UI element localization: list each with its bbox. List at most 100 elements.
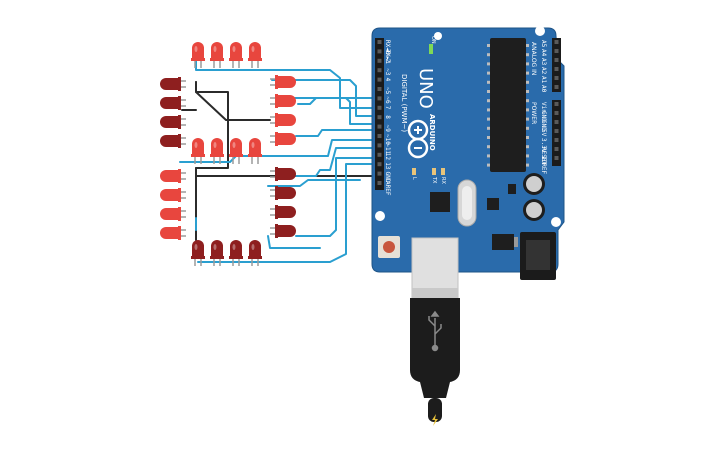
led-left-upper-column[interactable] [160, 115, 186, 129]
led-rim [178, 134, 181, 148]
led-right-lower-column[interactable] [270, 167, 296, 181]
signal-wire[interactable] [267, 179, 361, 187]
digital-pin-hole[interactable] [377, 58, 382, 63]
led-bottom-row[interactable] [229, 240, 243, 266]
signal-wire[interactable] [297, 97, 381, 105]
power-pin-hole[interactable] [554, 156, 559, 160]
digital-pin-hole[interactable] [377, 115, 382, 120]
power-pin-hole[interactable] [554, 138, 559, 142]
analog-pin-hole[interactable] [554, 76, 559, 80]
led-middle-row[interactable] [229, 138, 243, 164]
digital-pin-hole[interactable] [377, 96, 382, 101]
led-left-upper-column[interactable] [160, 134, 186, 148]
power-pin-hole[interactable] [554, 102, 559, 106]
led-bottom-row[interactable] [248, 240, 262, 266]
ground-wire[interactable] [195, 81, 271, 121]
digital-pin-hole[interactable] [377, 105, 382, 110]
power-pin-hole[interactable] [554, 111, 559, 115]
digital-header[interactable] [375, 38, 384, 190]
led-body [160, 78, 180, 90]
analog-pin-hole[interactable] [554, 40, 559, 44]
led-left-lower-column[interactable] [160, 188, 186, 202]
digital-pin-hole[interactable] [377, 124, 382, 129]
led-rim [229, 256, 243, 259]
signal-wire[interactable] [179, 139, 381, 163]
analog-pin-label: A3 [540, 58, 547, 66]
led-bottom-row[interactable] [191, 240, 205, 266]
digital-pin-hole[interactable] [377, 171, 382, 176]
board-model: UNO [415, 68, 436, 109]
signal-wire[interactable] [294, 97, 381, 125]
chip-leg [487, 126, 490, 130]
digital-pin-hole[interactable] [377, 87, 382, 91]
led-middle-row[interactable] [191, 138, 205, 164]
chip-leg [487, 108, 490, 112]
digital-pin-hole[interactable] [377, 143, 382, 148]
led-middle-row[interactable] [248, 138, 262, 164]
digital-pin-hole[interactable] [377, 162, 382, 167]
led-right-upper-column[interactable] [270, 113, 296, 127]
mounting-hole [535, 26, 545, 36]
analog-header[interactable] [552, 38, 561, 92]
digital-pin-hole[interactable] [377, 181, 382, 185]
led-body [276, 225, 296, 237]
chip-leg [526, 71, 529, 75]
on-label: ON [430, 36, 436, 44]
usb-cable[interactable] [410, 237, 460, 426]
digital-pin-hole[interactable] [377, 68, 382, 73]
digital-pin-hole[interactable] [377, 134, 382, 138]
reset-button[interactable] [383, 241, 395, 253]
led-right-upper-column[interactable] [270, 75, 296, 89]
led-middle-row[interactable] [210, 138, 224, 164]
led-left-upper-column[interactable] [160, 77, 186, 91]
led-right-lower-column[interactable] [270, 224, 296, 238]
led-bottom-row[interactable] [210, 240, 224, 266]
led-rim [248, 256, 262, 259]
led-left-lower-column[interactable] [160, 169, 186, 183]
digital-pin-hole[interactable] [377, 49, 382, 54]
analog-pin-hole[interactable] [554, 67, 559, 71]
led-body [192, 138, 204, 156]
signal-wire[interactable] [295, 129, 381, 137]
led-rim [248, 154, 262, 157]
led-right-upper-column[interactable] [270, 94, 296, 108]
led-left-upper-column[interactable] [160, 96, 186, 110]
led-right-lower-column[interactable] [270, 205, 296, 219]
analog-pin-hole[interactable] [554, 49, 559, 53]
led-body [160, 189, 180, 201]
digital-pin-hole[interactable] [377, 77, 382, 82]
led-left-lower-column[interactable] [160, 226, 186, 240]
led-top-row[interactable] [191, 42, 205, 68]
chip-leg [487, 44, 490, 47]
led-right-lower-column[interactable] [270, 186, 296, 200]
led-rim [210, 58, 224, 61]
led-top-row[interactable] [210, 42, 224, 68]
led-top-row[interactable] [229, 42, 243, 68]
analog-pin-hole[interactable] [554, 58, 559, 62]
led-body [160, 97, 180, 109]
chip-leg [526, 136, 529, 139]
signal-wire[interactable] [195, 57, 381, 109]
signal-wire[interactable] [295, 157, 381, 237]
led-right-upper-column[interactable] [270, 132, 296, 146]
signal-wire[interactable] [295, 147, 381, 177]
signal-wire[interactable] [267, 235, 321, 249]
power-pin-hole[interactable] [554, 120, 559, 124]
signal-wire[interactable] [197, 163, 381, 263]
analog-pin-hole[interactable] [554, 85, 559, 89]
digital-pin-hole[interactable] [377, 152, 382, 157]
digital-pin-hole[interactable] [377, 40, 382, 44]
led-left-lower-column[interactable] [160, 207, 186, 221]
led-top-row[interactable] [248, 42, 262, 68]
power-pin-hole[interactable] [554, 129, 559, 133]
power-pin-hole[interactable] [554, 147, 559, 151]
led-body [211, 240, 223, 258]
led-shine [194, 244, 198, 250]
signal-wire[interactable] [271, 79, 381, 117]
led-body [249, 240, 261, 258]
led-body [230, 138, 242, 156]
led-shine [232, 142, 236, 148]
chip-leg [526, 90, 529, 93]
